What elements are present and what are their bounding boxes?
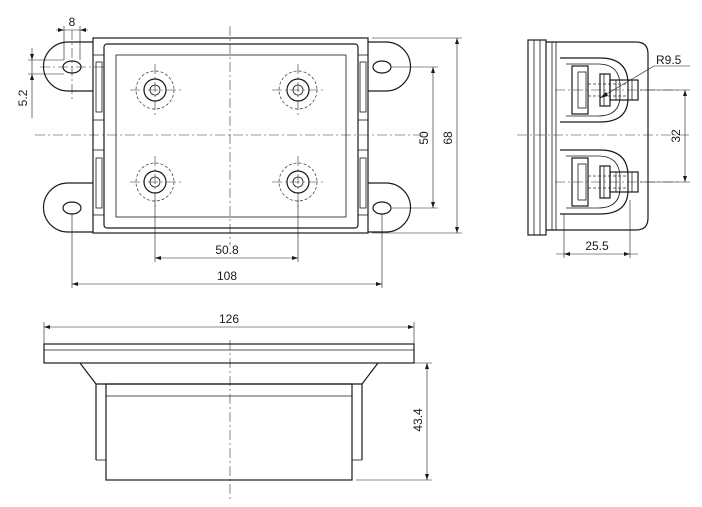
- side-view: R9.5 32 25.5: [517, 39, 690, 258]
- side-terminal-bottom: [560, 149, 639, 215]
- dim-mount-width: 108: [71, 214, 383, 288]
- terminal-bottom-left: [130, 156, 182, 208]
- dim-side-depth: 25.5: [556, 200, 638, 258]
- front-flange: [43, 343, 415, 364]
- svg-text:R9.5: R9.5: [656, 53, 682, 67]
- svg-text:126: 126: [219, 312, 239, 326]
- body-outer: [103, 43, 359, 229]
- mount-ear-top-right: [368, 41, 412, 92]
- side-terminal-top: [560, 57, 639, 123]
- terminal-top-left: [130, 64, 182, 116]
- mount-hole-top-right: [372, 60, 392, 74]
- svg-text:68: 68: [441, 131, 455, 145]
- body-inner: [115, 54, 347, 218]
- svg-text:108: 108: [217, 269, 237, 283]
- mount-hole-bottom-right: [372, 201, 392, 215]
- dim-hole-spacing: 8: [56, 15, 88, 60]
- side-housing: [546, 41, 649, 231]
- mount-hole-bottom-left: [62, 201, 82, 215]
- dim-side-pitch: 32: [640, 89, 690, 183]
- svg-text:43.4: 43.4: [411, 408, 425, 432]
- svg-text:32: 32: [669, 129, 683, 143]
- top-view: 8 5.2 50.8 108: [16, 15, 462, 288]
- terminal-top-right: [272, 64, 324, 116]
- mount-ear-bottom-left: [42, 182, 93, 233]
- front-view: 126 43.4: [43, 312, 432, 500]
- dim-hole-offset: 5.2: [16, 48, 64, 118]
- base-plate: [92, 37, 369, 234]
- svg-text:8: 8: [69, 15, 76, 29]
- mount-hole-top-left: [62, 60, 82, 74]
- side-base: [527, 39, 547, 236]
- mount-ear-top-left: [42, 41, 93, 92]
- svg-text:5.2: 5.2: [16, 89, 30, 106]
- dim-body-height: 43.4: [356, 362, 432, 481]
- dim-terminal-pitch-h: 50.8: [154, 200, 299, 262]
- mount-ear-bottom-right: [368, 182, 412, 233]
- dim-radius: R9.5: [599, 53, 690, 99]
- dim-overall-height: 68: [372, 37, 462, 234]
- svg-text:50: 50: [417, 131, 431, 145]
- svg-text:50.8: 50.8: [215, 243, 239, 257]
- terminal-bottom-right: [272, 156, 324, 208]
- dim-overall-length: 126: [43, 312, 415, 344]
- dim-terminal-pitch-v: 50: [392, 66, 438, 209]
- svg-text:25.5: 25.5: [585, 239, 609, 253]
